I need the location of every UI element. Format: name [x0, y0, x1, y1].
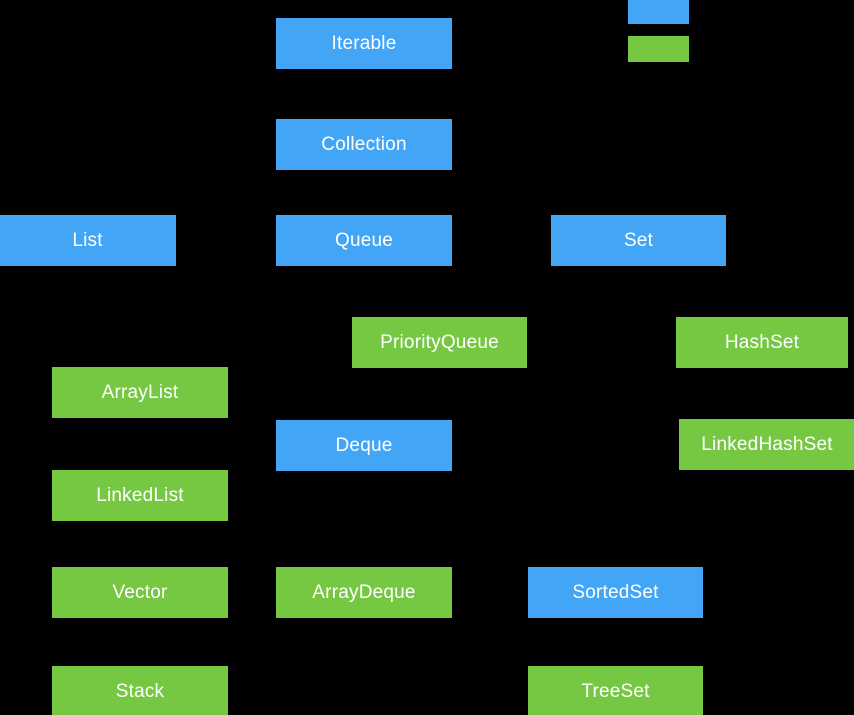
edge-qbus-priorityqueue: [438, 292, 440, 317]
edge-list-stem: [140, 266, 142, 367]
edge-vector-stack: [140, 618, 142, 666]
node-arraylist[interactable]: ArrayList: [52, 367, 228, 418]
edge-queue-stem: [363, 266, 365, 292]
node-list[interactable]: List: [0, 215, 176, 266]
edge-set-hbus: [615, 292, 763, 294]
edge-list-linkedlist: [140, 418, 142, 470]
node-set[interactable]: Set: [551, 215, 726, 266]
node-deque[interactable]: Deque: [276, 420, 452, 471]
edge-bus-queue: [363, 192, 365, 215]
node-hashset[interactable]: HashSet: [676, 317, 848, 368]
node-queue[interactable]: Queue: [276, 215, 452, 266]
node-collection[interactable]: Collection: [276, 119, 452, 170]
edge-sbus-hashset: [762, 292, 764, 317]
legend-class-swatch: [628, 36, 689, 62]
edge-sbus-sortedset: [615, 292, 617, 567]
legend-interface-swatch: [628, 0, 689, 24]
edge-list-vector: [140, 521, 142, 567]
edge-deque-arraydeque: [363, 471, 365, 567]
edge-set-stem: [638, 266, 640, 292]
node-stack[interactable]: Stack: [52, 666, 228, 715]
node-arraydeque[interactable]: ArrayDeque: [276, 567, 452, 618]
node-linkedlist[interactable]: LinkedList: [52, 470, 228, 521]
edge-sortedset-treeset: [615, 618, 617, 666]
node-treeset[interactable]: TreeSet: [528, 666, 703, 715]
edge-collection-bus: [363, 170, 365, 192]
node-iterable[interactable]: Iterable: [276, 18, 452, 69]
edge-bus-list: [87, 192, 89, 215]
node-sortedset[interactable]: SortedSet: [528, 567, 703, 618]
edge-iterable-collection: [363, 69, 365, 119]
node-vector[interactable]: Vector: [52, 567, 228, 618]
node-priorityqueue[interactable]: PriorityQueue: [352, 317, 527, 368]
edge-deque-linkedlist: [140, 445, 276, 447]
edge-hashset-linkedhashset: [762, 368, 764, 419]
edge-queue-hbus: [363, 292, 440, 294]
edge-bus-set: [638, 192, 640, 215]
node-linkedhashset[interactable]: LinkedHashSet: [679, 419, 854, 470]
